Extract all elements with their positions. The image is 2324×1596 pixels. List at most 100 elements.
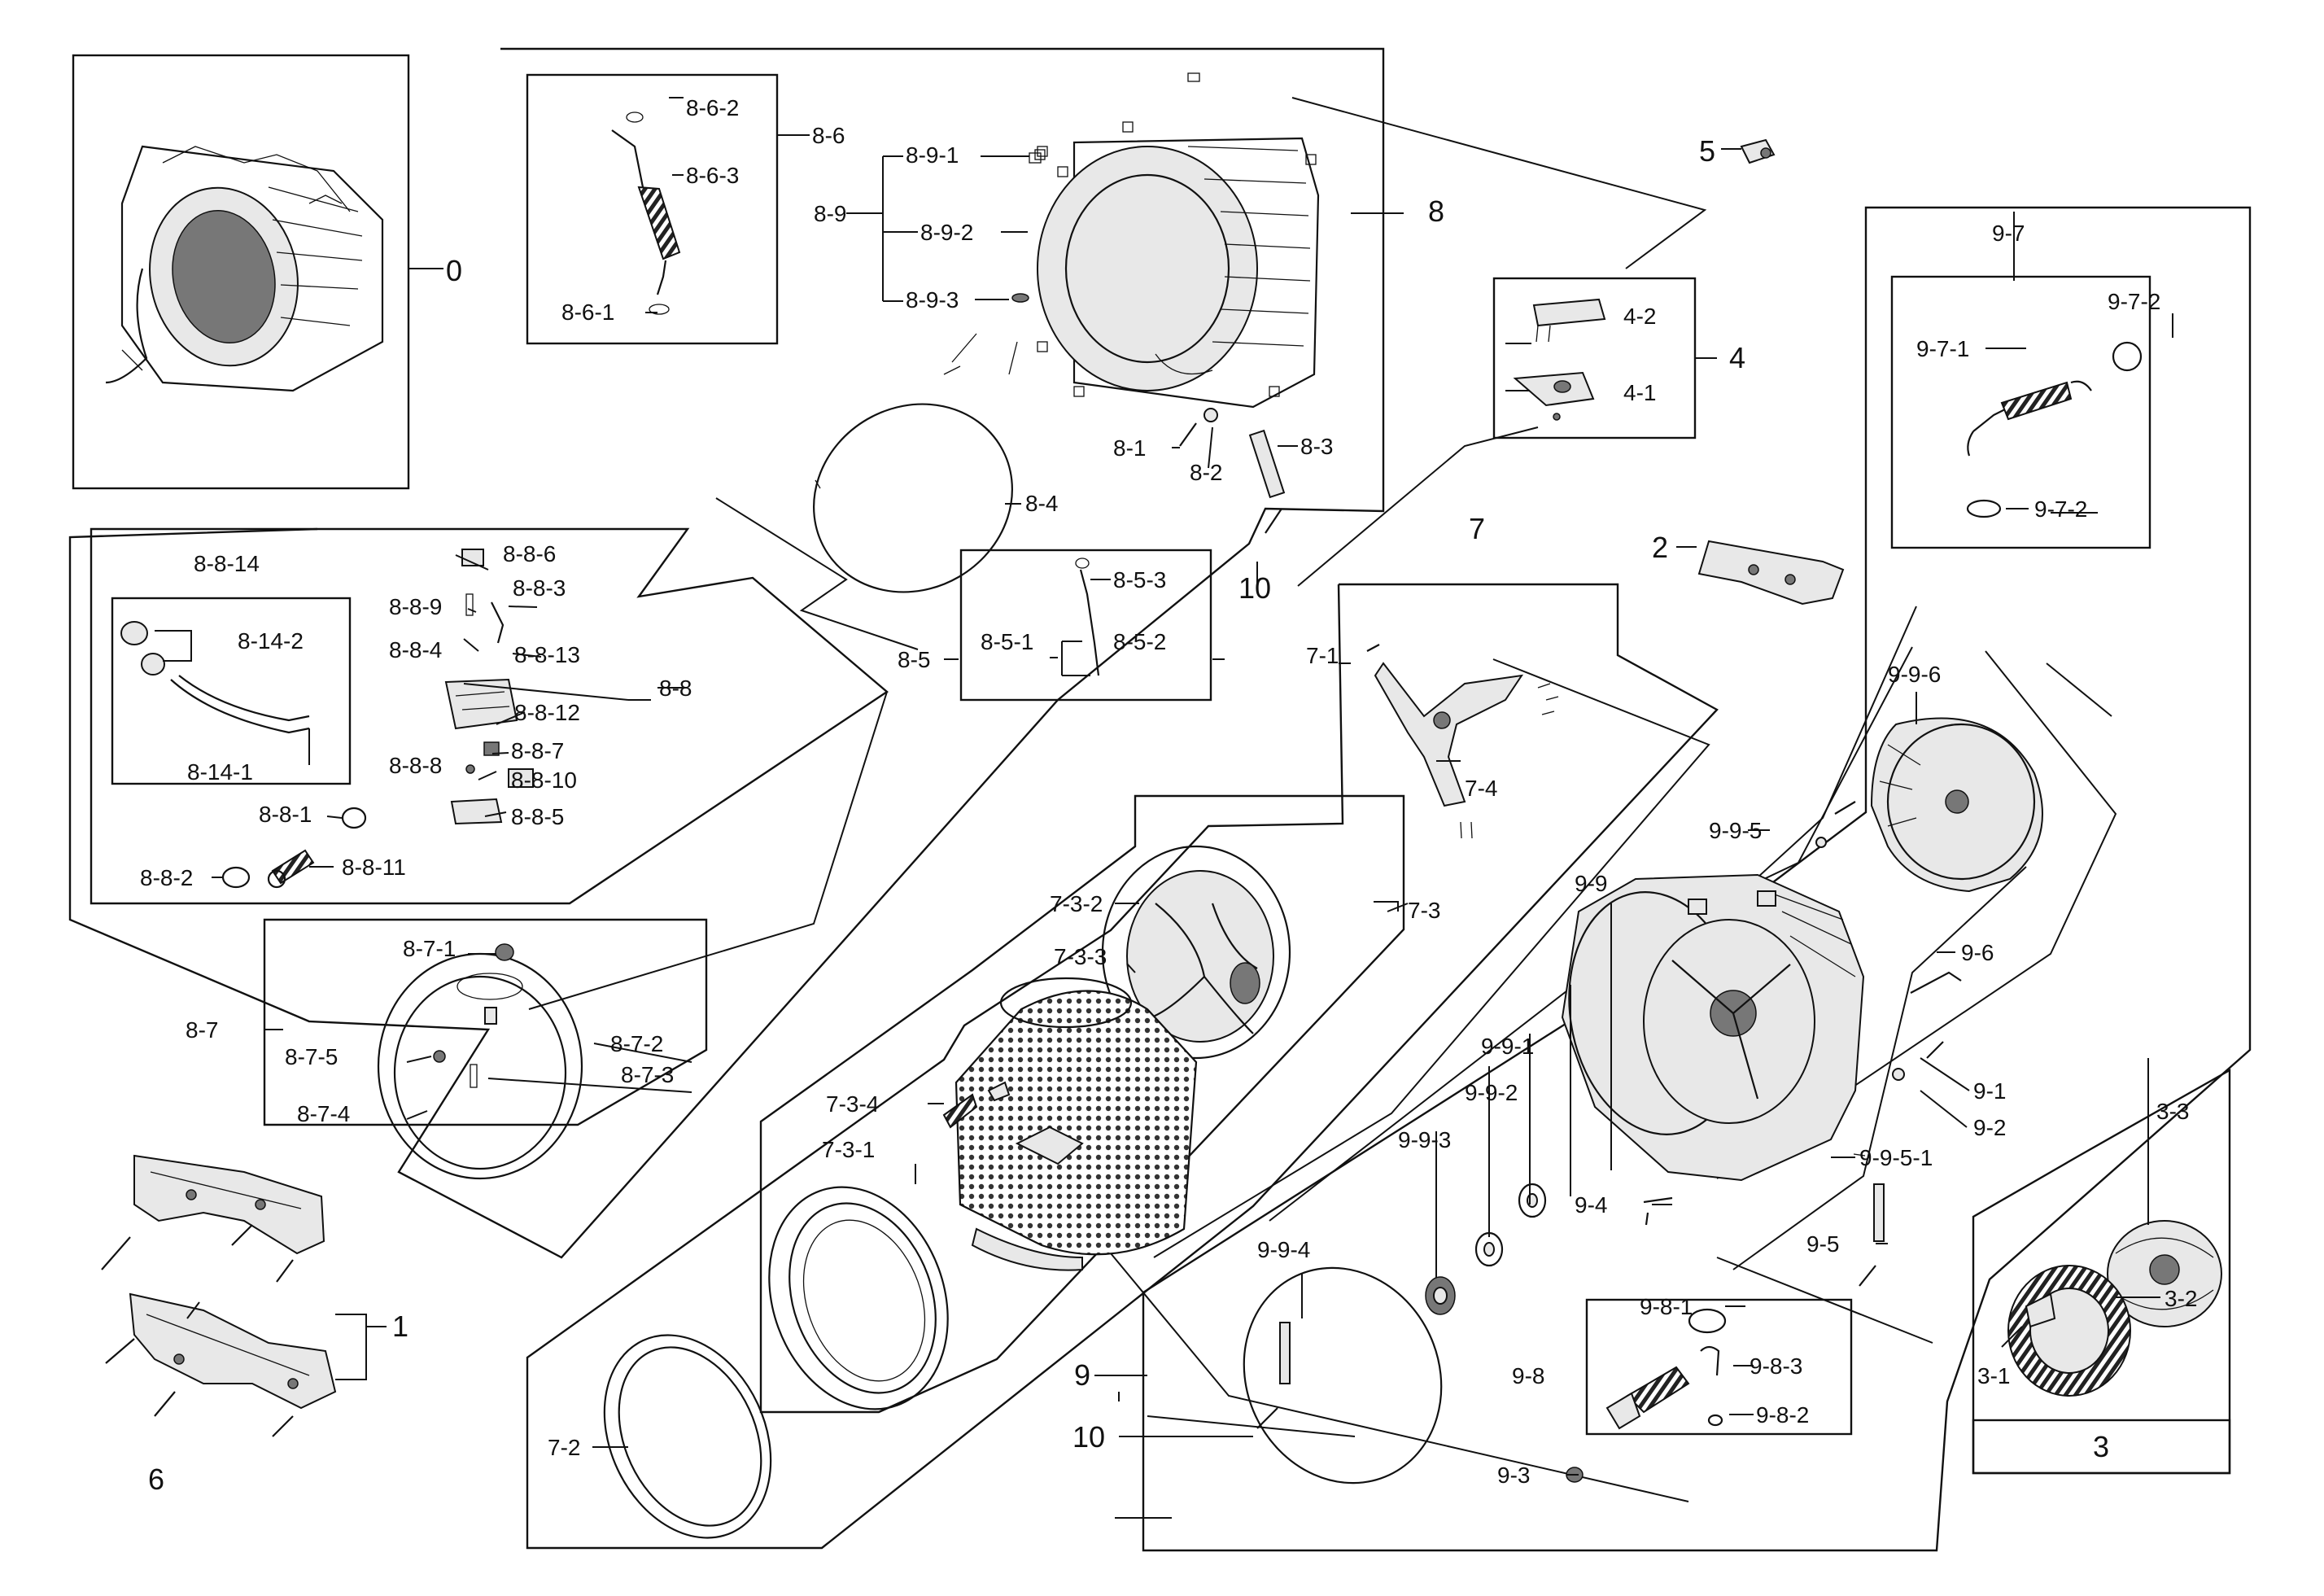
part-8-4-ring: [813, 403, 1013, 593]
leader-lines: [155, 97, 2173, 1519]
label-9-5: 9-5: [1806, 1231, 1839, 1257]
label-9-9-6: 9-9-6: [1888, 662, 1941, 687]
part-0-tub-assembly: [105, 145, 384, 392]
label-8-8-5: 8-8-5: [511, 804, 564, 829]
part-9-5-damper: [1859, 1183, 1885, 1287]
part-8-9-fasteners: [1011, 149, 1046, 303]
label-9: 9: [1074, 1358, 1090, 1392]
label-9-2: 9-2: [1973, 1115, 2006, 1140]
label-9-7-2-a: 9-7-2: [2108, 289, 2160, 314]
label-9-7: 9-7: [1992, 221, 2025, 246]
frame-7-polyline: [526, 583, 1719, 1550]
frame-8-8: [90, 527, 889, 905]
label-10-b: 10: [1072, 1420, 1105, 1454]
part-4-heater: [1513, 298, 1606, 421]
label-7-3: 7-3: [1408, 898, 1440, 923]
part-9-9-rear-tub: [1561, 873, 1865, 1182]
label-8-7-3: 8-7-3: [621, 1062, 674, 1087]
part-1-brace: [101, 1154, 325, 1283]
label-9-8-1: 9-8-1: [1640, 1294, 1693, 1319]
part-6-brace: [105, 1292, 337, 1437]
label-8-7-4: 8-7-4: [297, 1101, 350, 1126]
label-8-6-1: 8-6-1: [561, 300, 614, 325]
frame-8: [68, 47, 1385, 1259]
label-3-1: 3-1: [1977, 1363, 2010, 1388]
part-3-motor: [2007, 1220, 2222, 1397]
label-9-1: 9-1: [1973, 1078, 2006, 1104]
frame-3-box: [1972, 1419, 2231, 1475]
label-8-8-9: 8-8-9: [389, 594, 442, 619]
label-8-7-2: 8-7-2: [610, 1031, 663, 1056]
label-9-9-5: 9-9-5: [1709, 818, 1762, 843]
label-9-3: 9-3: [1497, 1463, 1530, 1488]
label-7-3-4: 7-3-4: [826, 1091, 879, 1117]
frame-7-3: [759, 794, 1405, 1414]
part-5-clip: [1740, 138, 1776, 164]
part-9-6-9-2-items: [1853, 971, 1962, 1157]
label-7-2: 7-2: [548, 1435, 580, 1460]
label-3: 3: [2093, 1430, 2109, 1463]
part-9-9-4-ring: [1243, 1266, 1443, 1484]
label-8-2: 8-2: [1190, 460, 1222, 485]
frame-8-6: [526, 73, 779, 345]
part-8-8-parts: [120, 549, 534, 889]
label-8-9-2: 8-9-2: [920, 220, 973, 245]
part-8-7-ring: [377, 943, 583, 1180]
part-8-tub-front: [943, 72, 1320, 409]
label-8-9-1: 8-9-1: [906, 142, 959, 168]
label-9-9: 9-9: [1575, 871, 1607, 896]
label-7-3-3: 7-3-3: [1054, 944, 1107, 969]
label-8-9: 8-9: [814, 201, 846, 226]
label-8-6-2: 8-6-2: [686, 95, 739, 120]
label-8-14-1: 8-14-1: [187, 759, 253, 785]
part-7-3-4-lifter: [942, 1093, 978, 1129]
part-8-1-8-3-items: [1179, 408, 1286, 534]
label-9-4: 9-4: [1575, 1192, 1607, 1218]
label-9-8: 9-8: [1512, 1363, 1544, 1388]
part-9-8-pump-hose: [1566, 1308, 1727, 1483]
label-10-a: 10: [1238, 571, 1271, 605]
label-9-6: 9-6: [1961, 940, 1994, 965]
label-8-4: 8-4: [1025, 491, 1058, 516]
part-7-3-3-drum: [954, 977, 1198, 1271]
label-8-7: 8-7: [186, 1017, 218, 1043]
label-8-8-10: 8-8-10: [511, 767, 577, 793]
label-8-8-1: 8-8-1: [259, 802, 312, 827]
label-8-8: 8-8: [659, 676, 692, 701]
part-7-3-1-ring: [768, 1186, 949, 1410]
label-8-6-3: 8-6-3: [686, 163, 739, 188]
label-8-8-8: 8-8-8: [389, 753, 442, 778]
label-3-2: 3-2: [2165, 1286, 2197, 1311]
frame-9-8: [1585, 1298, 1853, 1436]
label-7-1: 7-1: [1306, 643, 1339, 668]
label-5: 5: [1699, 134, 1715, 168]
frame-8-5: [959, 549, 1212, 702]
label-8-5: 8-5: [898, 647, 930, 672]
label-1: 1: [392, 1310, 408, 1343]
label-8-8-13: 8-8-13: [514, 642, 580, 667]
frame-8-7: [263, 918, 708, 1126]
label-6: 6: [148, 1463, 164, 1496]
label-9-9-3: 9-9-3: [1398, 1127, 1451, 1152]
label-8-8-11: 8-8-11: [342, 855, 406, 880]
label-4-1: 4-1: [1623, 380, 1656, 405]
label-8-8-6: 8-8-6: [503, 541, 556, 566]
label-9-8-2: 9-8-2: [1756, 1402, 1809, 1428]
part-9-9-washers: [1425, 1183, 1547, 1315]
label-8-9-3: 8-9-3: [906, 287, 959, 313]
part-9-4-bar: [1643, 1196, 1673, 1226]
part-9-9-5-bolt: [1815, 801, 1856, 848]
label-8-7-1: 8-7-1: [403, 936, 456, 961]
label-7-4: 7-4: [1465, 776, 1497, 801]
label-8-8-14: 8-8-14: [194, 551, 260, 576]
label-8-1: 8-1: [1113, 435, 1146, 461]
label-9-7-2-b: 9-7-2: [2034, 496, 2087, 522]
frame-9-7: [1890, 275, 2151, 549]
part-8-6-hose: [611, 112, 681, 315]
label-8-3: 8-3: [1300, 434, 1333, 459]
label-0: 0: [446, 254, 462, 287]
label-3-3: 3-3: [2156, 1099, 2189, 1124]
label-8: 8: [1428, 195, 1444, 228]
frame-8-8-14: [111, 597, 352, 785]
